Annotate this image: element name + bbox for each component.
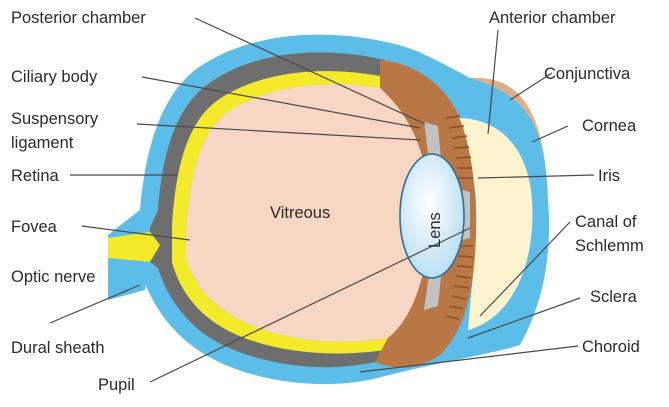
label-canal-of-schlemm-1: Canal of <box>575 213 637 231</box>
label-optic-nerve: Optic nerve <box>11 268 95 286</box>
label-anterior-chamber: Anterior chamber <box>489 9 616 27</box>
label-suspensory-ligament-2: ligament <box>11 134 74 152</box>
label-conjunctiva: Conjunctiva <box>544 65 631 83</box>
label-fovea: Fovea <box>11 218 58 236</box>
label-dural-sheath: Dural sheath <box>11 339 105 357</box>
label-sclera: Sclera <box>590 288 638 306</box>
label-vitreous: Vitreous <box>270 204 330 222</box>
label-ciliary-body: Ciliary body <box>11 68 98 86</box>
dural-sheath-shape <box>108 258 150 300</box>
label-lens: Lens <box>426 212 444 248</box>
label-canal-of-schlemm-2: Schlemm <box>575 237 644 255</box>
label-cornea: Cornea <box>582 117 637 135</box>
label-pupil: Pupil <box>98 376 135 394</box>
label-iris: Iris <box>598 167 620 185</box>
label-choroid: Choroid <box>582 338 640 356</box>
label-retina: Retina <box>11 167 60 185</box>
label-suspensory-ligament-1: Suspensory <box>11 110 99 128</box>
label-posterior-chamber: Posterior chamber <box>11 9 146 27</box>
